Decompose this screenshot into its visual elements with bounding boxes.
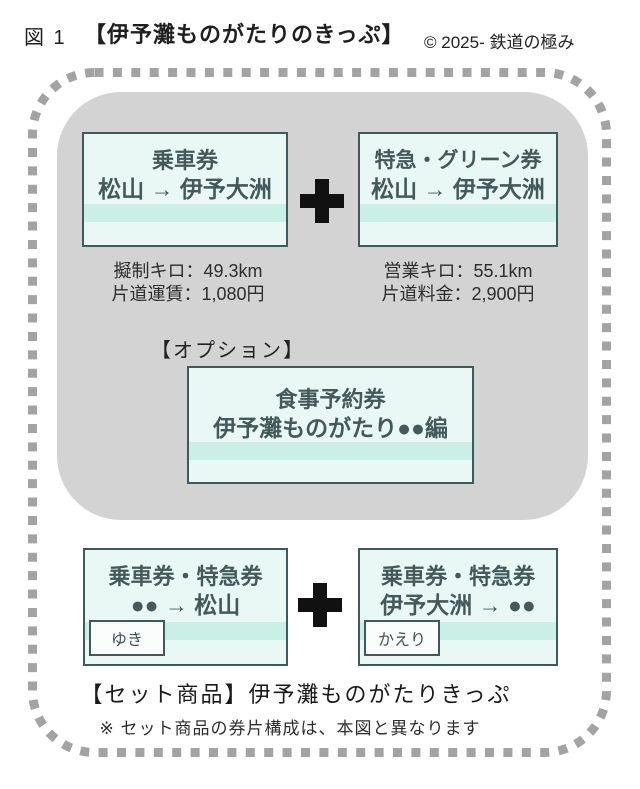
ticket-stripe [84, 204, 286, 222]
ticket-type-label: 乗車券・特急券 [108, 564, 263, 589]
set-product-label: 【セット商品】伊予灘ものがたりきっぷ [80, 682, 512, 707]
fare-stats-right: 営業キロ：55.1km 片道料金：2,900円 [352, 260, 564, 306]
ticket-type-label: 食事予約券 [275, 387, 386, 412]
ticket-type-label: 特急・グリーン券 [374, 149, 542, 172]
ticket-route-label: 伊予灘ものがたり●●編 [213, 415, 448, 441]
stat-fare: 片道運賃：1,080円 [111, 284, 265, 304]
ticket-route-label: 松山 → 伊予大洲 [98, 176, 272, 202]
figure-label: 図 1 [24, 27, 67, 49]
return-tag: かえり [364, 620, 440, 656]
plus-bar-vertical [313, 583, 327, 627]
option-section-label: 【オプション】 [151, 340, 305, 362]
ticket-base-fare: 乗車券 松山 → 伊予大洲 [82, 132, 288, 247]
ticket-outbound: 乗車券・特急券 ●● → 松山 ゆき [83, 548, 288, 666]
ticket-type-label: 乗車券 [151, 148, 218, 173]
plus-icon [300, 179, 344, 223]
ticket-return: 乗車券・特急券 伊予大洲 → ●● かえり [358, 548, 558, 666]
stat-distance: 擬制キロ：49.3km [113, 261, 263, 281]
page-title: 【伊予灘ものがたりのきっぷ】 [84, 22, 405, 47]
stat-distance: 営業キロ：55.1km [383, 261, 533, 281]
stat-fare: 片道料金：2,900円 [381, 284, 535, 304]
ticket-stripe [360, 204, 556, 222]
fare-stats-left: 擬制キロ：49.3km 片道運賃：1,080円 [82, 260, 294, 306]
ticket-route-label: 伊予大洲 → ●● [380, 592, 536, 618]
ticket-route-label: 松山 → 伊予大洲 [371, 176, 545, 202]
ticket-type-label: 乗車券・特急券 [380, 564, 535, 589]
ticket-express-green: 特急・グリーン券 松山 → 伊予大洲 [358, 132, 558, 247]
ticket-route-label: ●● → 松山 [130, 592, 241, 618]
ticket-stripe [189, 442, 472, 460]
ticket-meal-reservation: 食事予約券 伊予灘ものがたり●●編 [187, 366, 474, 484]
outbound-tag: ゆき [89, 620, 165, 656]
set-product-note: ※ セット商品の券片構成は、本図と異なります [99, 719, 481, 738]
plus-bar-vertical [315, 179, 329, 223]
copyright-text: © 2025- 鉄道の極み [424, 33, 575, 52]
plus-icon [298, 583, 342, 627]
